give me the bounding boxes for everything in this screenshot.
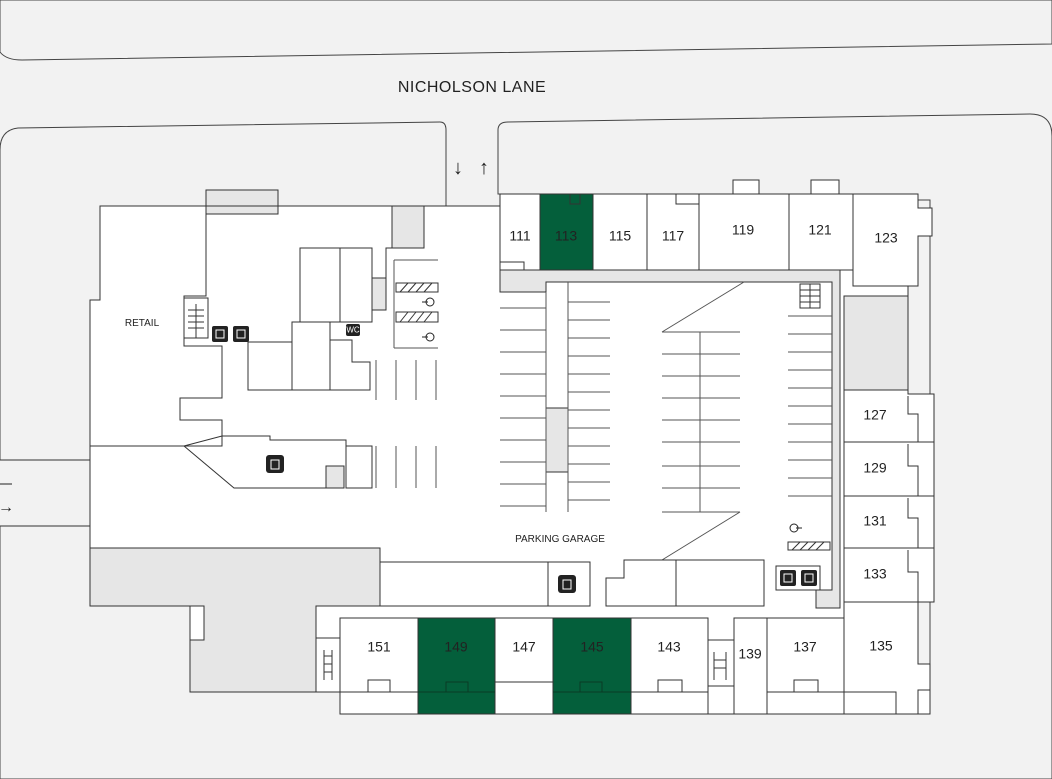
garage-south-rooms [379,561,591,607]
unit-129[interactable] [843,441,935,497]
garage-label: PARKING GARAGE [515,534,605,545]
units-north [499,179,933,287]
retail-wing [90,205,393,489]
unit-135[interactable] [843,601,931,715]
service-strip-bottom [325,465,345,489]
unit-137[interactable] [766,617,845,693]
unit-113[interactable] [539,193,594,271]
service-strip-garage [545,407,569,473]
units-south [339,617,845,715]
unit-139[interactable] [733,617,768,715]
garage-stalls-center [661,281,745,561]
trash-icon [266,455,576,593]
west-entry-road [0,459,90,527]
elevator-icon [212,326,817,586]
garage-perimeter-walk [499,269,841,609]
retail-label: RETAIL [125,318,160,329]
stairs-icon [315,637,735,693]
street-label: NICHOLSON LANE [398,79,546,96]
service-area-top [205,189,279,215]
unit-147[interactable] [494,617,554,683]
arrow-down-icon: ↓ [453,157,463,179]
units-east [843,389,935,715]
garage-stalls-west [500,282,610,512]
unit-121[interactable] [788,193,854,271]
unit-127[interactable] [843,389,935,443]
garage-stalls-east [788,283,832,497]
unit-131[interactable] [843,495,935,549]
unit-111[interactable] [499,193,541,271]
unit-115[interactable] [592,193,648,271]
svg-text:WC: WC [346,326,360,335]
unit-133[interactable] [843,547,935,603]
west-parking-stalls [375,259,439,488]
unit-117[interactable] [646,193,700,271]
unit-149[interactable] [417,617,496,715]
accessible-parking-icon [422,297,802,533]
arrow-right-icon: → [0,499,14,516]
unit-123[interactable] [852,193,933,287]
unit-145[interactable] [552,617,632,715]
unit-119[interactable] [698,193,790,271]
unit-151[interactable] [339,617,419,693]
arrow-up-icon: ↑ [479,157,489,179]
service-area-shaft [391,205,425,249]
accessible-stall-hatch [787,541,831,551]
north-block [0,0,1052,61]
restroom-icon: WC [346,324,360,336]
service-area-east [843,295,909,391]
unit-143[interactable] [630,617,709,693]
